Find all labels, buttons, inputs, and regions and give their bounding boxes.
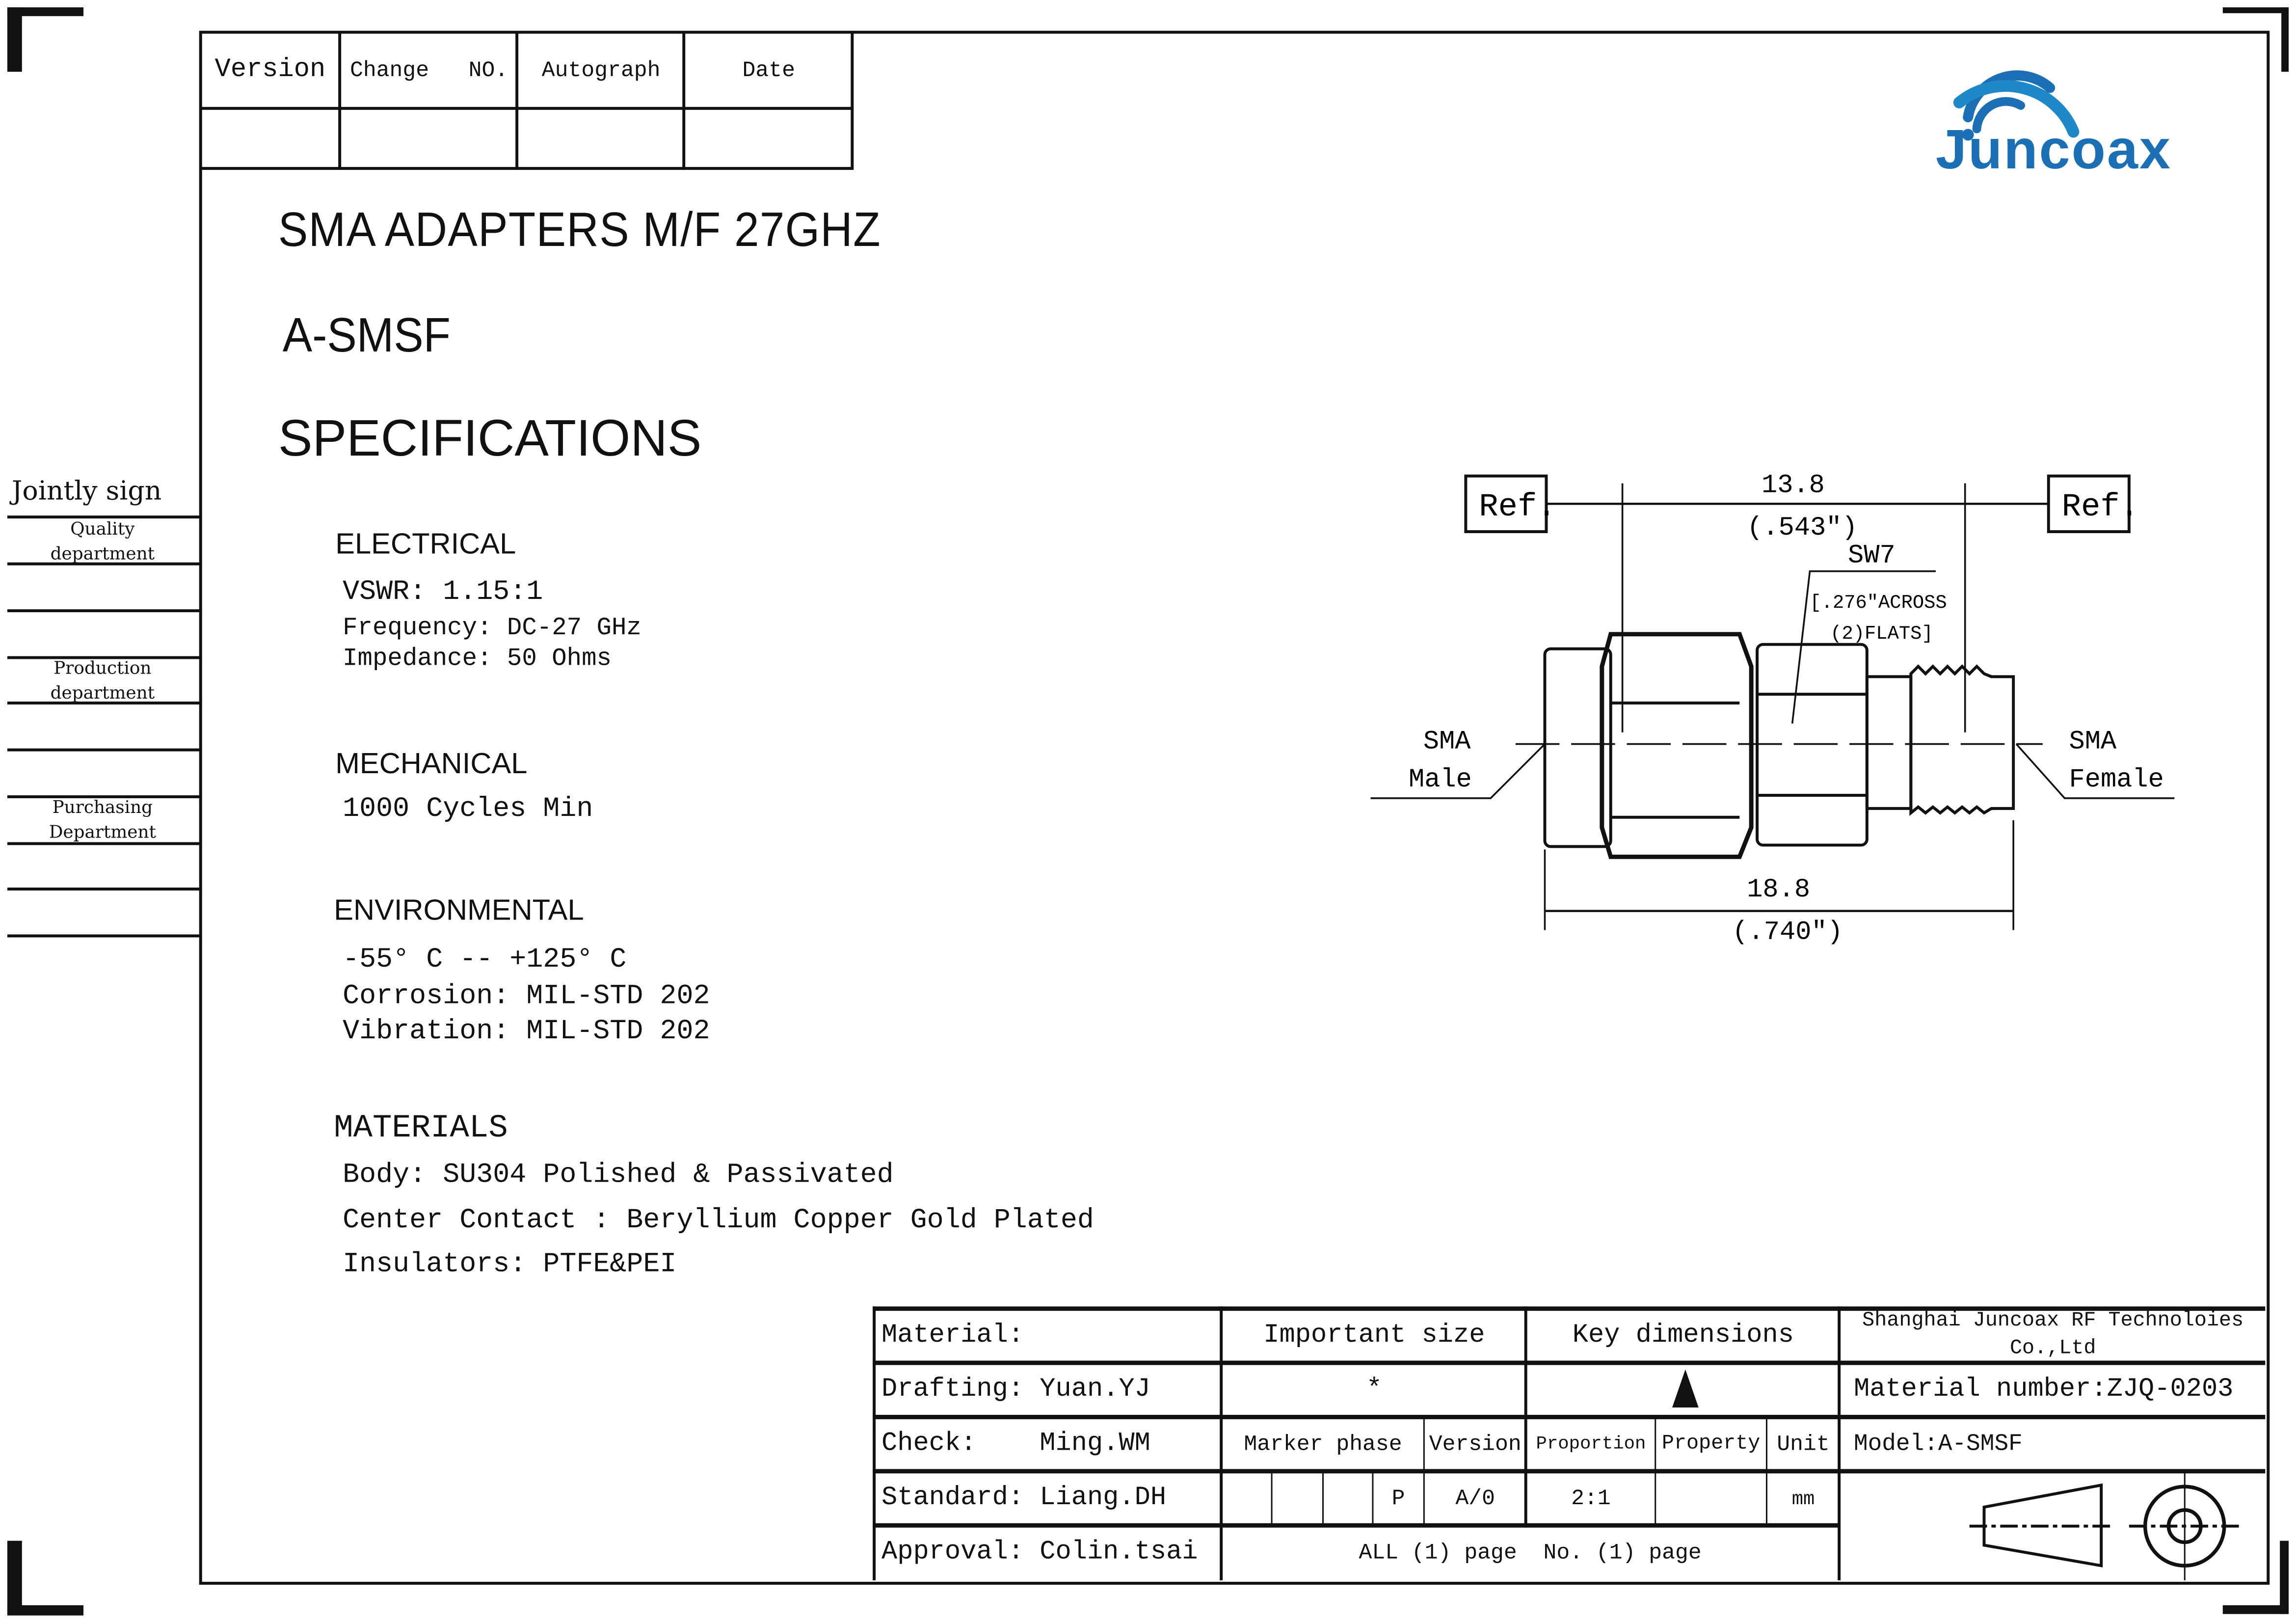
company-logo: Juncoax [1933,44,2204,190]
mechanical-heading: MECHANICAL [335,748,528,781]
spec-impedance: Impedance: 50 Ohms [343,646,612,674]
header-date: Date [742,57,795,83]
standard-field: Standard: Liang.DH [881,1484,1167,1513]
spec-insulators: Insulators: PTFE&PEI [343,1247,677,1280]
projection-symbol-icon [1969,1472,2241,1581]
property-label: Property [1661,1432,1761,1456]
ref-right-label: Ref. [2062,488,2139,525]
specifications-title: SPECIFICATIONS [278,410,702,467]
key-dimension-triangle-icon [1672,1369,1699,1408]
drafting-field: Drafting: Yuan.YJ [881,1375,1150,1405]
female-label-1: SMA [2069,727,2117,757]
important-size-label: Important size [1263,1321,1485,1351]
corner-mark [7,7,22,72]
proportion-label: Proportion [1536,1434,1646,1455]
key-dimensions-label: Key dimensions [1572,1321,1794,1351]
corner-mark [2281,7,2289,72]
spec-vswr: VSWR: 1.15:1 [343,575,543,608]
spec-temperature: -55° C -- +125° C [343,943,627,975]
signal-waves-icon [1953,70,2080,141]
corner-mark [2222,1605,2289,1614]
header-change-no: Change NO. [349,57,508,83]
frame-border [199,30,2270,1585]
corner-mark [2222,7,2289,13]
proportion-value: 2:1 [1571,1486,1611,1511]
spec-vibration: Vibration: MIL-STD 202 [343,1015,710,1048]
sw-label: SW7 [1848,541,1896,571]
sw-note-2: (2)FLATS] [1830,623,1933,645]
dim-bottom: 18.8 [1747,875,1810,905]
corner-mark [7,1541,22,1614]
model-field: Model:A-SMSF [1853,1431,2023,1458]
corner-mark [7,1605,84,1616]
jointly-sign-title: Jointly sign [11,476,162,507]
materials-heading: MATERIALS [334,1110,508,1147]
spec-body: Body: SU304 Polished & Passivated [343,1158,894,1191]
sw-note-1: [.276"ACROSS [1810,592,1947,614]
phase-value: P [1391,1486,1405,1511]
ref-left-label: Ref. [1479,488,1556,525]
header-autograph: Autograph [541,57,661,83]
sign-quality-department: Quality department [50,518,155,564]
corner-mark [2280,1541,2289,1614]
sign-purchasing-department: Purchasing Department [49,796,156,842]
version-label: Version [1429,1432,1522,1457]
material-number: Material number:ZJQ-0203 [1853,1375,2234,1405]
logo-text: Juncoax [1936,120,2172,182]
electrical-heading: ELECTRICAL [335,529,516,561]
approval-field: Approval: Colin.tsai [881,1538,1198,1568]
corner-mark [7,7,84,16]
marker-phase-label: Marker phase [1244,1432,1402,1457]
spec-corrosion: Corrosion: MIL-STD 202 [343,979,710,1012]
header-version: Version [214,55,326,85]
sign-production-department: Production department [50,657,155,703]
unit-value: mm [1791,1487,1815,1510]
product-title: SMA ADAPTERS M/F 27GHZ [278,202,881,257]
environmental-heading: ENVIRONMENTAL [334,894,584,927]
unit-label: Unit [1777,1432,1830,1457]
male-label-2: Male [1409,765,1472,795]
dim-top: 13.8 [1762,470,1825,500]
spec-frequency: Frequency: DC-27 GHz [343,615,641,643]
dim-top-inches: (.543") [1747,513,1858,543]
version-value: A/0 [1455,1486,1495,1511]
spec-cycles: 1000 Cycles Min [343,792,593,825]
spec-center-contact: Center Contact : Beryllium Copper Gold P… [343,1204,1094,1236]
product-model: A-SMSF [282,307,451,362]
check-field: Check: Ming.WM [881,1429,1150,1459]
dim-bottom-inches: (.740") [1732,917,1843,947]
material-label: Material: [881,1321,1024,1351]
female-label-2: Female [2069,765,2164,795]
page-count: ALL (1) page No. (1) page [1359,1540,1702,1565]
male-label-1: SMA [1423,727,1471,757]
important-size-symbol: * [1366,1375,1383,1405]
